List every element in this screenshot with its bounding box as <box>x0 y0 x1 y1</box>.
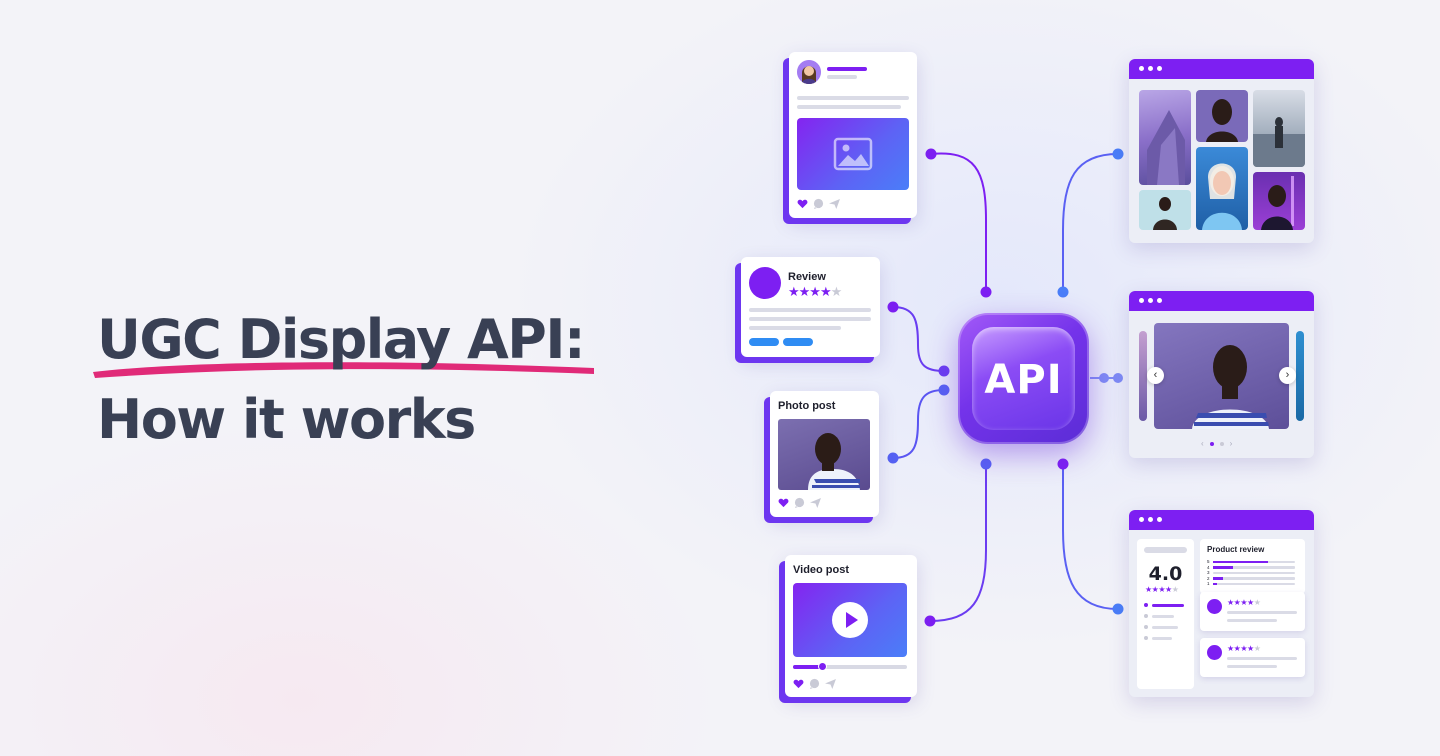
photo-post-card: Photo post <box>770 391 879 517</box>
share-icon[interactable] <box>825 678 836 689</box>
star-rating: ★★★★★ <box>788 284 842 299</box>
slider-widget-window: ‹ › ‹ › <box>1129 291 1314 458</box>
prev-slide-peek <box>1139 331 1147 421</box>
review-card: Review ★★★★★ <box>741 257 880 357</box>
headline: UGC Display API: How it works <box>93 300 594 460</box>
chevron-right-icon[interactable]: › <box>1229 439 1233 448</box>
card-title: Photo post <box>778 400 836 412</box>
video-progress[interactable] <box>793 662 907 671</box>
gallery-tile[interactable] <box>1196 147 1248 230</box>
star-rating: ★★★★★ <box>1227 644 1261 653</box>
headline-line-2: How it works <box>97 388 476 451</box>
play-icon[interactable] <box>831 601 869 639</box>
progress-handle[interactable] <box>818 662 827 671</box>
image-placeholder <box>797 118 909 190</box>
review-breakdown-panel: Product review 5 4 3 2 1 <box>1200 539 1305 594</box>
video-player[interactable] <box>793 583 907 657</box>
brush-underline <box>93 362 594 378</box>
rating-value: 4.0 <box>1148 563 1183 585</box>
star-rating: ★★★★★ <box>1227 598 1261 607</box>
heart-icon[interactable] <box>778 498 789 508</box>
avatar <box>749 267 781 299</box>
window-titlebar <box>1129 291 1314 311</box>
slide-pagination[interactable]: ‹ › <box>1201 439 1232 448</box>
rating-summary-panel: 4.0 ★★★★★ <box>1137 539 1194 689</box>
image-icon <box>833 137 873 171</box>
social-post-card <box>789 52 917 218</box>
review-item[interactable]: ★★★★★ <box>1200 592 1305 631</box>
prev-arrow-button[interactable]: ‹ <box>1147 367 1164 384</box>
next-arrow-button[interactable]: › <box>1279 367 1296 384</box>
heart-icon[interactable] <box>797 199 808 209</box>
comment-icon[interactable] <box>794 497 805 508</box>
avatar <box>1207 599 1222 614</box>
tag-button[interactable] <box>783 338 813 346</box>
comment-icon[interactable] <box>813 198 824 209</box>
product-review-title: Product review <box>1207 545 1265 554</box>
review-item[interactable]: ★★★★★ <box>1200 638 1305 677</box>
headline-line-1: UGC Display API: <box>93 300 594 380</box>
gallery-widget-window <box>1129 59 1314 243</box>
api-hub: API <box>958 313 1089 444</box>
tag-button[interactable] <box>749 338 779 346</box>
window-titlebar <box>1129 510 1314 530</box>
comment-icon[interactable] <box>809 678 820 689</box>
avatar <box>1207 645 1222 660</box>
star-rating: ★★★★★ <box>1145 585 1179 594</box>
window-titlebar <box>1129 59 1314 79</box>
video-post-card: Video post <box>785 555 917 697</box>
api-label: API <box>984 357 1063 403</box>
product-review-widget-window: 4.0 ★★★★★ Product review 5 4 3 2 1 ★★★★★… <box>1129 510 1314 697</box>
share-icon[interactable] <box>810 497 821 508</box>
gallery-tile[interactable] <box>1196 90 1248 142</box>
heart-icon[interactable] <box>793 679 804 689</box>
photo <box>778 419 870 490</box>
card-title: Review <box>788 271 826 283</box>
chevron-left-icon[interactable]: ‹ <box>1201 439 1204 448</box>
slide-image[interactable] <box>1154 323 1289 429</box>
gallery-tile[interactable] <box>1139 190 1191 230</box>
gallery-tile[interactable] <box>1139 90 1191 185</box>
gallery-tile[interactable] <box>1253 90 1305 167</box>
share-icon[interactable] <box>829 198 840 209</box>
next-slide-peek <box>1296 331 1304 421</box>
gallery-tile[interactable] <box>1253 172 1305 230</box>
avatar <box>797 60 821 84</box>
card-title: Video post <box>793 564 850 576</box>
